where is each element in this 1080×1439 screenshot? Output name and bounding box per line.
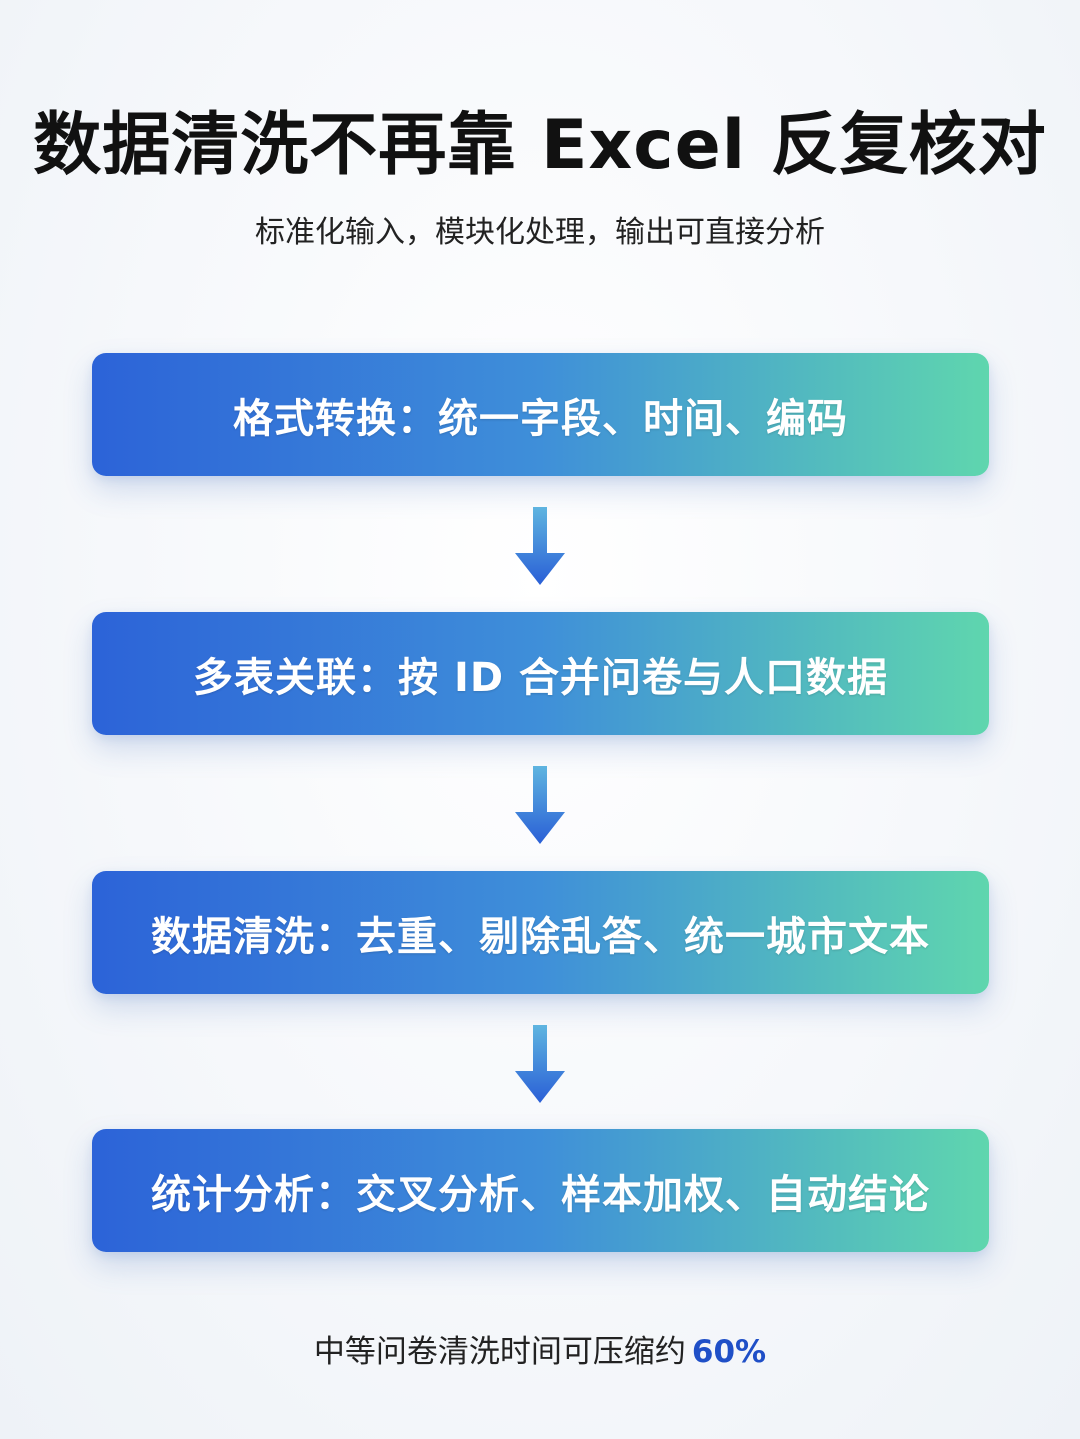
page-subtitle: 标准化输入，模块化处理，输出可直接分析: [255, 215, 825, 250]
page-title: 数据清洗不再靠 Excel 反复核对: [33, 106, 1047, 185]
footer-text: 中等问卷清洗时间可压缩约: [313, 1334, 686, 1370]
step-label: 格式转换：统一字段、时间、编码: [233, 395, 848, 442]
arrow-down-icon: [515, 766, 565, 844]
step-label: 统计分析：交叉分析、样本加权、自动结论: [151, 1171, 930, 1218]
step-card-table-join: 多表关联：按 ID 合并问卷与人口数据: [92, 612, 989, 735]
step-card-format-conversion: 格式转换：统一字段、时间、编码: [92, 353, 989, 476]
footer-value: 60%: [691, 1334, 767, 1370]
arrow-down-icon: [515, 507, 565, 585]
step-card-statistical-analysis: 统计分析：交叉分析、样本加权、自动结论: [92, 1129, 989, 1252]
step-card-data-cleaning: 数据清洗：去重、剔除乱答、统一城市文本: [92, 871, 989, 994]
arrow-down-icon: [515, 1025, 565, 1103]
step-label: 数据清洗：去重、剔除乱答、统一城市文本: [151, 913, 930, 960]
step-label: 多表关联：按 ID 合并问卷与人口数据: [193, 654, 888, 701]
